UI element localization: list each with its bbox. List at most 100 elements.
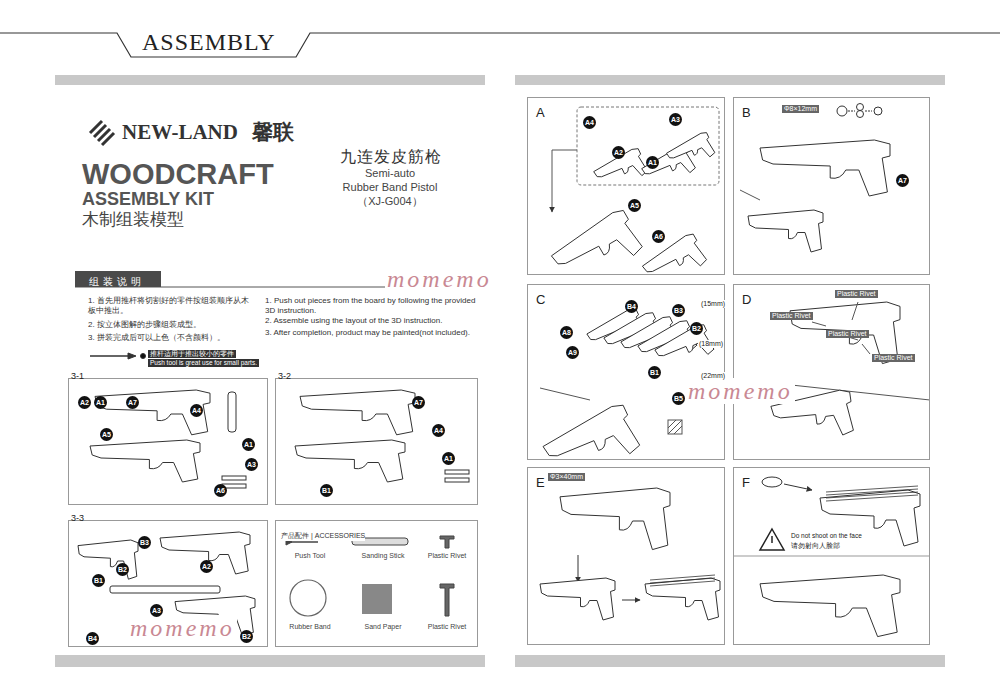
callout-number: A4 [432,424,445,437]
push-tool [141,354,146,359]
step-b-drawing [837,106,847,116]
callout-number: A6 [652,230,665,243]
product-line: WOODCRAFT [82,157,274,192]
step-f-drawing [733,556,930,557]
board-parts [90,440,200,482]
watermark: momemo [128,615,237,641]
callout-number: B1 [320,484,333,497]
step-f-drawing [826,486,918,501]
push-tool [90,355,128,357]
page-title: ASSEMBLY [142,28,276,57]
step-panel: F [733,467,930,645]
step-b-drawing [740,190,760,200]
callout-number: A3 [669,113,682,126]
callout-number: A4 [190,404,203,417]
step-a-drawing [548,208,645,292]
step-b-drawing [857,111,864,118]
accessory-name: Plastic Rivet [418,552,476,560]
callout-number: A1 [646,156,659,169]
step-b-drawing [848,111,855,112]
watermark: momemo [686,378,795,404]
node-heading: E [536,475,545,490]
step-c-drawing [540,402,643,486]
step-e-drawing [560,488,670,550]
step-e-drawing [650,575,715,586]
node-heading: 产品配件 | ACCESSORIES [281,531,365,541]
warning-note: 请勿射向人脸部 [790,542,841,550]
part-tag: Plastic Rivet [835,290,878,298]
brand-logo [102,133,114,145]
step-c-drawing [540,388,590,400]
instruction-text: 2. Assemble using the layout of the 3D i… [265,316,480,326]
accessory-drawings [362,584,392,614]
step-d-drawing [812,322,826,326]
push-tool [128,353,136,359]
dimension-label: (15mm) [700,300,726,308]
accessory-drawings [286,536,454,616]
step-b-drawing [874,107,882,115]
page-bars [515,655,945,667]
instruction-text: 3. 拼装完成后可以上色（不含颜料）。 [88,333,253,343]
board-parts [228,392,236,432]
instruction-text: 1. Push out pieces from the board by fol… [265,296,480,317]
node-heading: 3-2 [278,371,291,381]
step-b-drawing [865,111,872,112]
page-bars [55,655,485,667]
callout-number: A5 [100,428,113,441]
step-e-drawing [645,578,720,620]
step-e-drawing [540,488,720,620]
board-parts [445,470,469,474]
callout-number: A7 [412,396,425,409]
callout-number: A6 [214,484,227,497]
step-f-drawing [771,536,773,543]
node-heading: 3-3 [71,513,84,523]
part-tag: Plastic Rivet [770,312,813,320]
accessory-drawings [440,536,454,548]
callout-number: B5 [672,392,685,405]
step-e-drawing [622,600,640,601]
board-parts [160,532,250,574]
kit-name: 木制组装模型 [82,210,184,230]
step-e-drawing [650,581,715,586]
callout-number: A2 [78,396,91,409]
step-f-drawing [826,489,918,495]
step-d-drawing [862,344,870,354]
step-panel: A [527,97,725,275]
callout-number: A1 [442,452,455,465]
part-tag: Φ8×12mm [782,105,819,113]
board-parts [95,390,210,435]
callout-number: B1 [648,366,661,379]
callout-number: A9 [566,346,579,359]
callout-number: A3 [150,604,163,617]
section-band: 组装说明 [75,271,161,287]
step-panel: D [733,284,930,460]
board-parts [300,390,415,435]
step-c-drawing [668,420,682,434]
board-parts [110,586,220,593]
board-parts [445,478,469,482]
callout-number: A1 [94,396,107,409]
node-heading: 3-1 [71,371,84,381]
step-a-drawing [640,232,709,291]
brand-logo [90,121,114,145]
instruction-text: 2. 按立体图解的步骤组装成型。 [88,320,253,330]
board-parts [222,476,246,480]
callout-number: A4 [583,116,596,129]
tool-note: 推杆适用于推出较小的零件 [148,350,236,358]
node-heading: A [536,105,545,120]
step-f-drawing [760,529,784,550]
step-f-drawing [760,575,900,637]
part-tag: Φ3×40mm [548,473,585,481]
callout-number: B3 [138,536,151,549]
step-b-drawing [857,104,864,111]
page-bars [515,75,945,85]
callout-number: B2 [116,563,129,576]
watermark: momemo [385,266,494,292]
step-f-drawing [826,492,918,498]
part-tag: Plastic Rivet [826,330,869,338]
callout-number: A5 [628,199,641,212]
brand-name: NEW-LAND [122,120,238,145]
callout-number: B2 [690,322,703,335]
step-panel: E [527,467,725,645]
node-heading: C [536,292,545,307]
